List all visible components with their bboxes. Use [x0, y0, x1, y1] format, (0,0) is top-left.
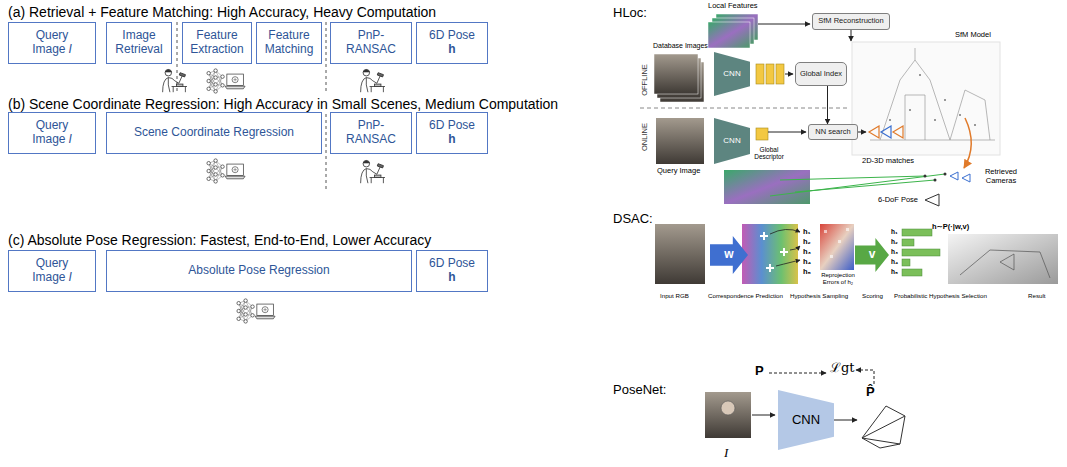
box-label: v: [869, 248, 876, 262]
outline: [714, 118, 750, 164]
stage-label: OFFLINE: [641, 64, 650, 96]
box-label: Global Index: [800, 70, 842, 79]
image-caption: 6-DoF Pose: [878, 196, 918, 205]
box-label: Image Retrieval: [111, 29, 167, 57]
connector-arrow: [827, 86, 828, 124]
row-heading: (b) Scene Coordinate Regression: High Ac…: [8, 96, 558, 112]
cnn-block: CNN: [714, 118, 750, 164]
box-label: Absolute Pose Regression: [188, 264, 329, 278]
box-label: Feature Extraction: [187, 29, 247, 57]
box-label: 6D Pose: [429, 29, 475, 43]
image-caption: Database Images: [653, 42, 708, 50]
math-symbol: P̂: [866, 385, 875, 400]
image-caption: Global Descriptor: [750, 146, 788, 161]
hypothesis-label: h₅: [803, 268, 811, 277]
process-box: PnP-RANSAC: [330, 22, 412, 64]
cnn-block: CNN: [778, 390, 834, 450]
box-label: Query Image: [32, 118, 68, 146]
box-symbol: h: [448, 133, 455, 147]
box-label: Query Image: [32, 256, 68, 284]
loss-symbol: ℒgt: [830, 361, 855, 376]
hypothesis-label: h₃: [891, 248, 898, 255]
formula: h∼P(·|w,v): [932, 223, 969, 232]
outline: [778, 390, 834, 450]
box-label: PnP-RANSAC: [335, 119, 407, 147]
box-label: Feature Matching: [261, 29, 317, 57]
text-group: Query ImageI: [21, 29, 83, 57]
hypothesis-label: h₁: [803, 228, 811, 237]
input-box: Query ImageI: [8, 112, 96, 154]
process-box: Feature Matching: [256, 22, 322, 64]
box-symbol: h: [448, 43, 455, 57]
input-box: Query ImageI: [8, 250, 96, 292]
box-label: CNN: [792, 413, 820, 428]
hypothesis-label: h₄: [803, 258, 811, 267]
row-heading: (a) Retrieval + Feature Matching: High A…: [8, 4, 436, 20]
input-box: Query ImageI: [8, 22, 96, 64]
box-symbol: I: [69, 42, 72, 56]
process-box: SfM Reconstruction: [812, 13, 890, 30]
hypothesis-label: h₂: [803, 238, 811, 247]
stage-caption: Correspondence Prediction: [708, 292, 783, 299]
box-label: 6D Pose: [429, 119, 475, 133]
process-box: Feature Extraction: [182, 22, 252, 64]
row-heading: (c) Absolute Pose Regression: Fastest, E…: [8, 232, 431, 248]
process-box: Scene Coordinate Regression: [106, 112, 322, 154]
process-box: PnP-RANSAC: [330, 112, 412, 154]
hypothesis-label: h₅: [891, 268, 898, 275]
text-group: Query ImageI: [21, 257, 83, 285]
box-symbol: I: [69, 132, 72, 146]
image-caption: Query Image: [657, 167, 700, 176]
math-symbol: I: [724, 446, 728, 461]
box-symbol: I: [69, 270, 72, 284]
index-box: Global Index: [795, 62, 847, 86]
image-caption: Reprojection Errors of h₂: [818, 272, 858, 286]
outline: [714, 52, 750, 96]
stage-caption: Result: [1028, 292, 1046, 299]
hypothesis-label: h₁: [891, 228, 898, 235]
image-caption: Local Features: [708, 2, 758, 11]
section-title: DSAC:: [613, 212, 653, 227]
box-label: SfM Reconstruction: [818, 17, 883, 26]
box-symbol: h: [448, 271, 455, 285]
box-label: PnP-RANSAC: [335, 29, 407, 57]
hypothesis-label: h₄: [891, 258, 898, 265]
box-label: CNN: [723, 69, 740, 78]
image-caption: SfM Model: [955, 31, 991, 40]
image-caption: Retrieved Cameras: [980, 168, 1022, 185]
process-box: NN search: [808, 124, 858, 140]
output-box: 6D Poseh: [416, 112, 488, 154]
output-box: 6D Poseh: [416, 22, 488, 64]
stage-caption: Scoring: [862, 292, 883, 299]
box-label: NN search: [815, 128, 850, 137]
outline: [710, 236, 748, 274]
outline: [855, 238, 889, 272]
network-arrow: v: [855, 238, 889, 272]
stage-caption: Probabilistic Hypothesis Selection: [894, 292, 987, 299]
process-box: Image Retrieval: [106, 22, 172, 64]
stage-caption: Hypothesis Sampling: [790, 292, 848, 299]
process-box: Absolute Pose Regression: [106, 250, 412, 292]
cnn-block: CNN: [714, 52, 750, 96]
section-title: PoseNet:: [613, 383, 666, 398]
math-symbol: P: [755, 364, 764, 379]
network-arrow: w: [710, 236, 748, 274]
output-box: 6D Poseh: [416, 250, 488, 292]
stage-label: ONLINE: [641, 123, 650, 151]
box-label: Scene Coordinate Regression: [134, 126, 294, 140]
box-label: w: [724, 248, 733, 262]
box-label: 6D Pose: [429, 257, 475, 271]
image-caption: 2D-3D matches: [862, 157, 914, 166]
stage-caption: Input RGB: [660, 292, 689, 299]
section-title: HLoc:: [613, 6, 647, 21]
box-label: Query Image: [32, 28, 68, 56]
hypothesis-label: h₂: [891, 238, 898, 245]
hypothesis-label: h₃: [803, 248, 811, 257]
text-group: Query ImageI: [21, 119, 83, 147]
box-label: CNN: [723, 136, 740, 145]
